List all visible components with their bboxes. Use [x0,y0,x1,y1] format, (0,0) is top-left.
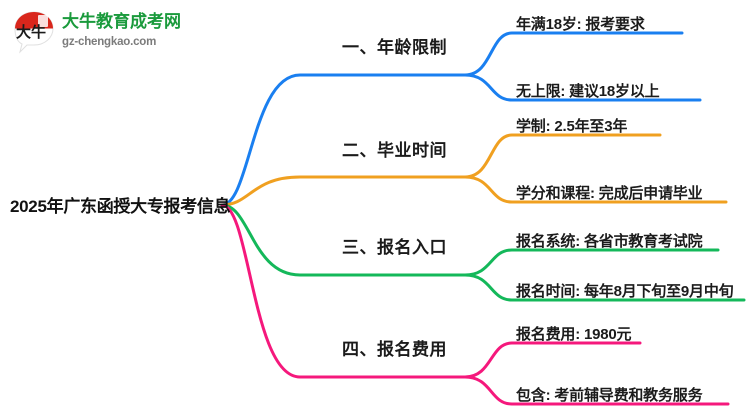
branch-split-4b [463,375,730,406]
branch-split-2b [463,175,728,204]
brand-text-block: 大牛教育成考网 gz-chengkao.com [62,12,181,50]
svg-text:大牛: 大牛 [16,23,46,41]
branch-line-2 [220,175,467,207]
leaf-label-4-1[interactable]: 报名费用: 1980元 [516,326,632,343]
branch-split-1b [463,73,702,102]
leaf-label-3-2[interactable]: 报名时间: 每年8月下旬至9月中旬 [516,283,734,300]
leaf-label-4-2[interactable]: 包含: 考前辅导费和教务服务 [516,387,703,404]
branch-split-2a [463,133,662,179]
branch-label-1[interactable]: 一、年龄限制 [342,38,447,57]
branch-label-4[interactable]: 四、报名费用 [342,340,447,359]
branch-split-1a [463,31,684,77]
leaf-label-1-1[interactable]: 年满18岁: 报考要求 [516,16,645,33]
leaf-label-3-1[interactable]: 报名系统: 各省市教育考试院 [516,233,703,250]
site-logo[interactable]: 大牛 大牛教育成考网 gz-chengkao.com [12,10,181,56]
root-node-label[interactable]: 2025年广东函授大专报考信息 [10,197,231,216]
leaf-label-2-2[interactable]: 学分和课程: 完成后申请毕业 [516,185,703,202]
branch-label-2[interactable]: 二、毕业时间 [342,141,447,160]
branch-label-3[interactable]: 三、报名入口 [342,238,447,257]
branch-split-3b [463,273,746,302]
daniu-logo-icon: 大牛 [14,11,54,54]
leaf-label-2-1[interactable]: 学制: 2.5年至3年 [516,118,628,135]
branch-line-4 [220,203,467,379]
leaf-label-1-2[interactable]: 无上限: 建议18岁以上 [516,83,660,100]
brand-domain: gz-chengkao.com [62,36,157,48]
branch-line-1 [220,73,467,207]
branch-line-3 [220,203,467,277]
brand-name-cn: 大牛教育成考网 [62,12,181,31]
branch-split-3a [463,248,720,277]
branch-split-4a [463,341,642,379]
